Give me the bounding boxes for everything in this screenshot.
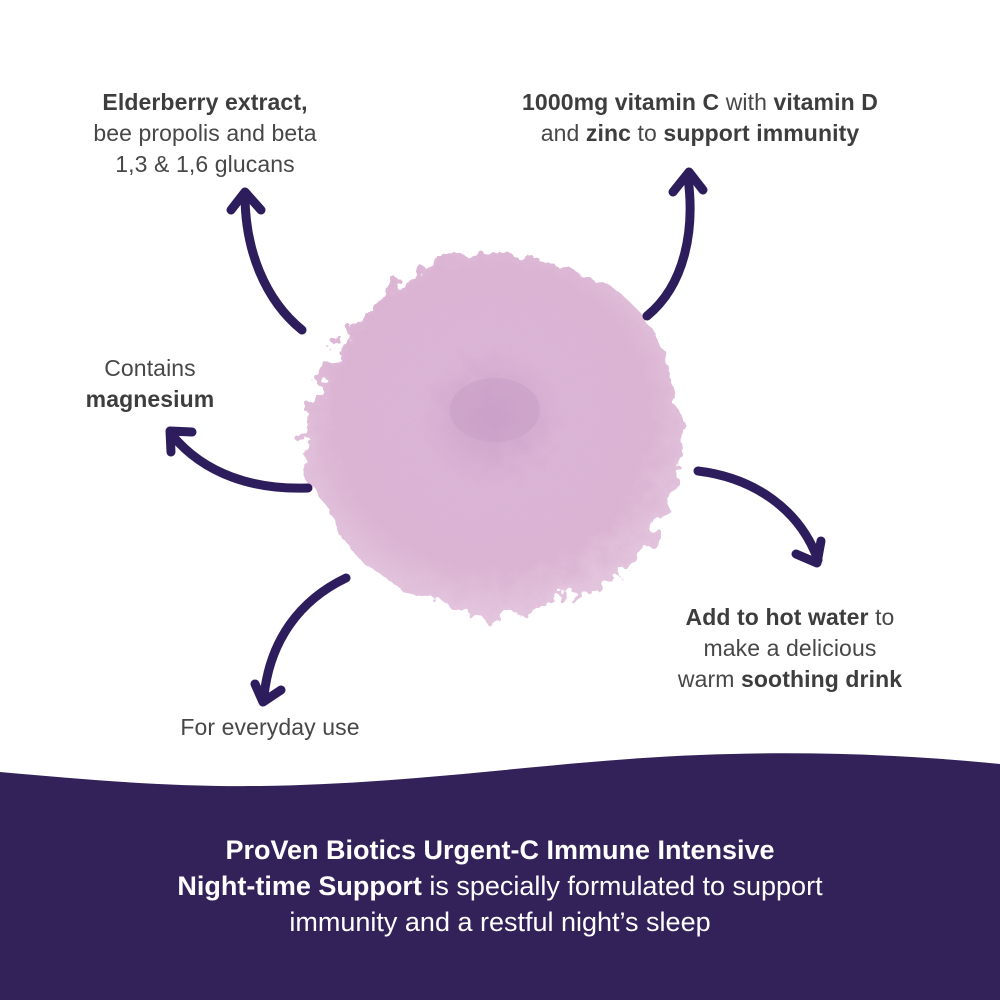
callout-elderberry: Elderberry extract, bee propolis and bet…: [40, 87, 370, 180]
vitamin-d-text: vitamin D: [773, 89, 878, 115]
banner-line3: immunity and a restful night’s sleep: [289, 907, 711, 937]
arrow-up-left-icon: [226, 187, 307, 335]
banner-description: ProVen Biotics Urgent-C Immune Intensive…: [60, 832, 940, 940]
hot-water-to: to: [868, 604, 895, 630]
elderberry-line2: bee propolis and beta: [93, 120, 317, 146]
vitamin-text-and: and: [540, 120, 586, 146]
vitamin-text-to: to: [631, 120, 664, 146]
elderberry-heading: Elderberry extract,: [102, 89, 308, 115]
callout-everyday: For everyday use: [150, 712, 390, 743]
callout-hot-water: Add to hot water to make a delicious war…: [630, 602, 950, 695]
callout-magnesium: Contains magnesium: [60, 353, 240, 415]
callout-vitamin: 1000mg vitamin C with vitamin D and zinc…: [470, 87, 930, 149]
zinc-text: zinc: [585, 120, 632, 146]
vitamin-text-with: with: [719, 89, 774, 115]
everyday-text: For everyday use: [180, 714, 360, 740]
arrow-left-icon: [165, 426, 313, 493]
hot-water-warm: warm: [677, 666, 741, 692]
banner-line2: is specially formulated to support: [421, 871, 823, 901]
arrow-up-right-icon: [642, 167, 708, 321]
banner-product-name-2: Night-time Support: [177, 871, 422, 901]
hot-water-bold: Add to hot water: [685, 604, 869, 630]
arrow-down-right-icon: [693, 466, 826, 568]
magnesium-line1: Contains: [104, 355, 196, 381]
arrow-down-left-icon: [250, 573, 351, 707]
hot-water-line2: make a delicious: [703, 635, 877, 661]
elderberry-line3: 1,3 & 1,6 glucans: [115, 151, 295, 177]
vitamin-c-text: 1000mg vitamin C: [522, 89, 720, 115]
support-immunity-text: support immunity: [663, 120, 860, 146]
magnesium-bold: magnesium: [85, 386, 215, 412]
banner-product-name: ProVen Biotics Urgent-C Immune Intensive: [225, 835, 775, 865]
soothing-drink-bold: soothing drink: [741, 666, 903, 692]
